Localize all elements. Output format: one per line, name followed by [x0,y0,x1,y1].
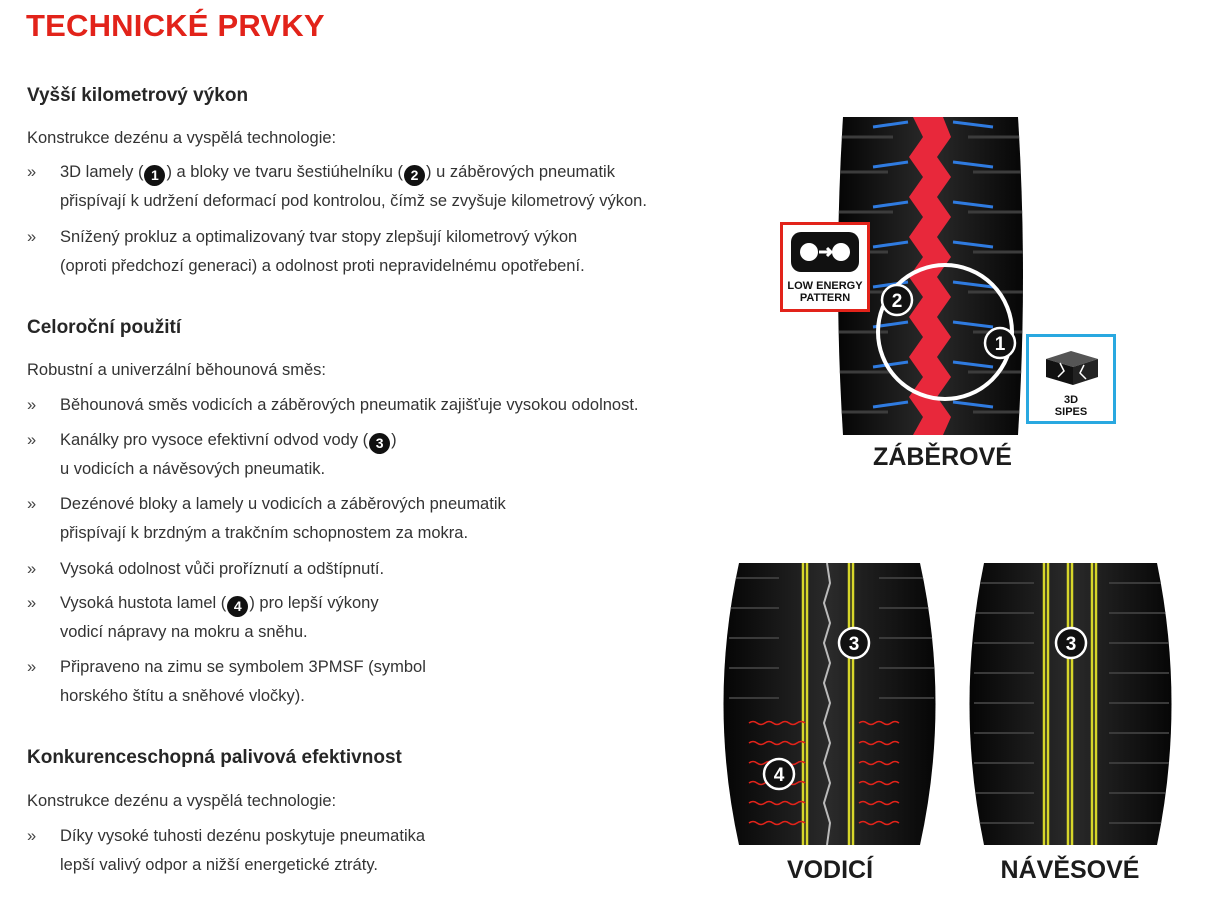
low-energy-pattern-badge: LOW ENERGY PATTERN [780,222,870,312]
tire-marker: 1 [983,326,1017,360]
trailer-tire-label: NÁVĚSOVÉ [1000,856,1140,884]
trailer-tire-image: 3 [969,563,1172,845]
bullet-mark: » [27,495,37,513]
page-title: TECHNICKÉ PRVKY [26,8,325,43]
drive-tire-image: 2 1 [838,117,1023,435]
section-intro: Konstrukce dezénu a vyspělá technologie: [27,129,337,147]
bullet-mark: » [27,163,37,181]
list-item: » Vysoká hustota lamel (4) pro lepší výk… [27,589,379,647]
list-item: » Běhounová směs vodicích a záběrových p… [27,391,639,420]
tire-marker: 4 [762,757,796,791]
marker-number: 2 [404,165,426,186]
marker-number: 3 [369,433,391,454]
list-item: » Připraveno na zimu se symbolem 3PMSF (… [27,653,426,711]
steer-tire-image: 3 4 [723,563,936,845]
svg-text:4: 4 [774,765,785,786]
bullet-mark: » [27,431,37,449]
bullet-mark: » [27,827,37,845]
marker-number: 1 [144,165,166,186]
3d-sipes-badge: 3D SIPES [1026,334,1116,424]
tire-marker: 3 [1054,626,1088,660]
low-energy-icon [791,232,859,272]
list-item: » Díky vysoké tuhosti dezénu poskytuje p… [27,822,425,880]
section-intro: Konstrukce dezénu a vyspělá technologie: [27,792,337,810]
section-heading-mileage: Vyšší kilometrový výkon [27,85,249,106]
bullet-mark: » [27,658,37,676]
bullet-mark: » [27,396,37,414]
list-item: » Snížený prokluz a optimalizovaný tvar … [27,223,585,281]
marker-number: 4 [227,596,249,617]
tire-marker: 2 [880,283,914,317]
section-heading-fuel-efficiency: Konkurenceschopná palivová efektivnost [27,747,402,768]
bullet-mark: » [27,594,37,612]
3d-sipes-icon [1046,351,1098,385]
svg-text:3: 3 [1066,634,1077,655]
tire-marker: 3 [837,626,871,660]
bullet-mark: » [27,560,37,578]
list-item: » Vysoká odolnost vůči proříznutí a odšt… [27,555,384,584]
drive-tire-label: ZÁBĚROVÉ [873,443,1012,471]
bullet-mark: » [27,228,37,246]
list-item: » 3D lamely (1) a bloky ve tvaru šestiúh… [27,158,647,216]
svg-text:1: 1 [995,334,1006,355]
svg-text:3: 3 [849,634,860,655]
steer-tire-label: VODICÍ [786,856,874,884]
svg-text:2: 2 [892,291,903,312]
section-heading-all-season: Celoroční použití [27,317,182,338]
section-intro: Robustní a univerzální běhounová směs: [27,361,327,379]
list-item: » Kanálky pro vysoce efektivní odvod vod… [27,426,397,484]
list-item: » Dezénové bloky a lamely u vodicích a z… [27,490,506,548]
